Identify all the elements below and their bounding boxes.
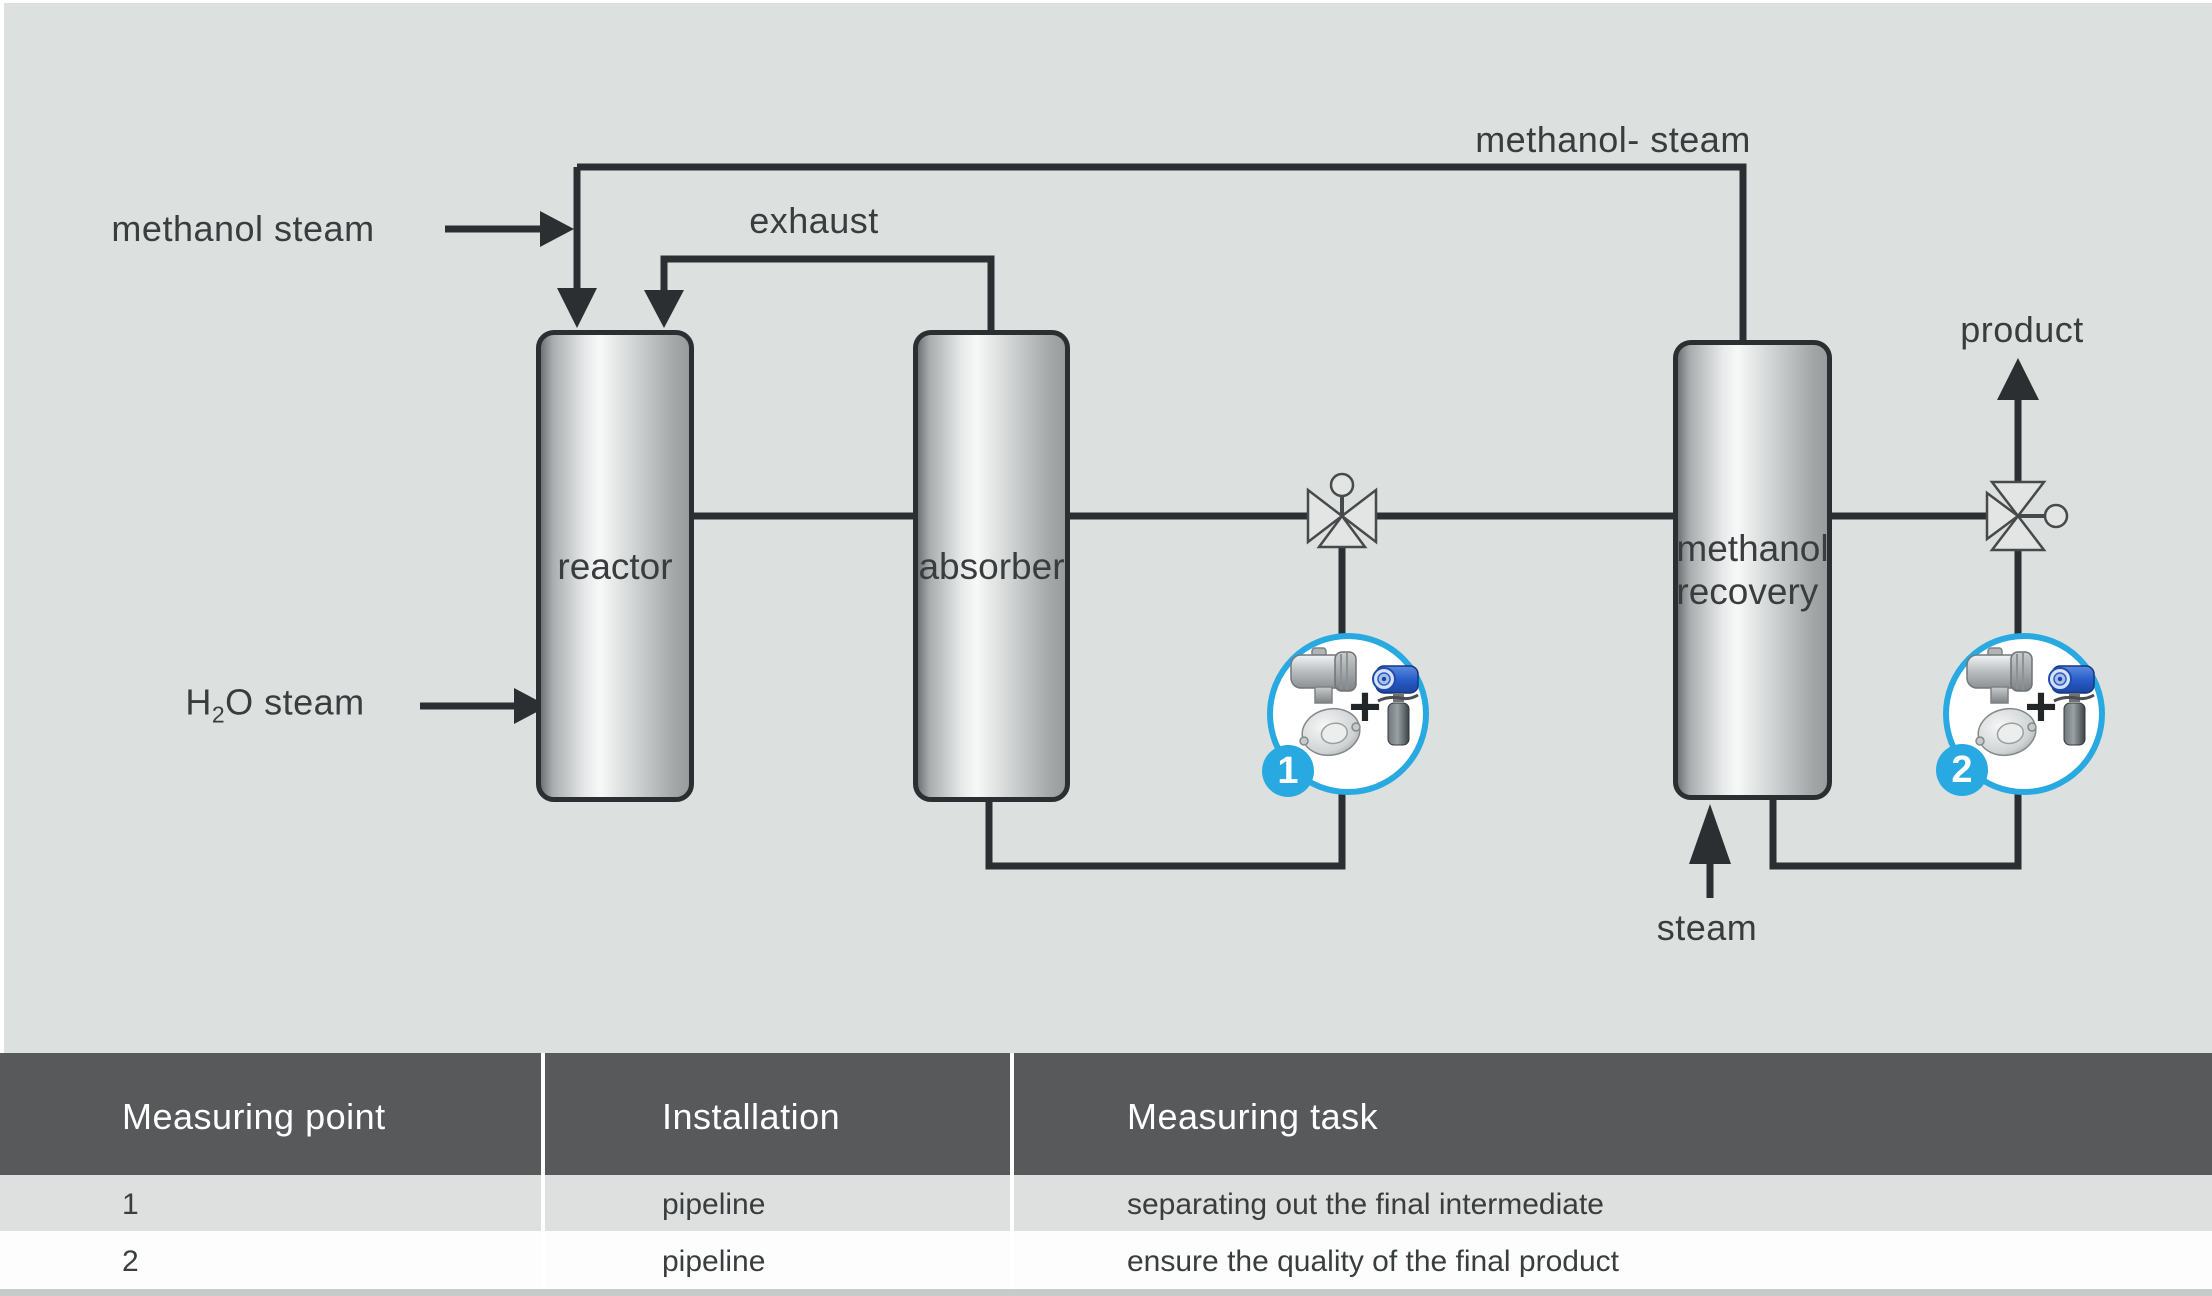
row1-point: 1 — [122, 1188, 139, 1221]
table-column-separator-1 — [541, 1053, 545, 1289]
valve2-left-triangle — [1985, 490, 2021, 542]
row1-task: separating out the final intermediate — [1127, 1188, 1604, 1221]
row2-point: 2 — [122, 1245, 139, 1278]
arrowheads — [514, 211, 2039, 864]
table-row-1 — [0, 1175, 2212, 1231]
measuring-point-2-badge: 2 — [1936, 744, 1988, 796]
arrow-product-up-icon — [1997, 358, 2039, 400]
row2-task: ensure the quality of the final product — [1127, 1245, 1619, 1278]
valve2-top-triangle — [1989, 480, 2047, 519]
row2-installation: pipeline — [662, 1245, 766, 1278]
table-header-row — [0, 1053, 2212, 1175]
header-measuring-point: Measuring point — [122, 1096, 386, 1137]
temperature-probe-icon — [1372, 665, 1419, 746]
pipe-exhaust — [660, 255, 995, 332]
vortex-flowmeter-icon — [1966, 647, 2037, 757]
measuring-point-1-instruments — [1290, 647, 1419, 757]
methanol-steam-recycle-label: methanol- steam — [1475, 119, 1751, 160]
reactor-vessel: reactor — [536, 330, 694, 802]
header-installation: Installation — [662, 1096, 841, 1137]
h2o-steam-label: H2O steam — [185, 681, 364, 728]
methanol-recovery-label-line2: recovery — [1676, 571, 1819, 612]
valve1-handwheel — [1329, 472, 1355, 498]
top-edge-border — [0, 0, 2212, 3]
row1-installation: pipeline — [662, 1188, 766, 1221]
methanol-recovery-label-line1: methanol — [1676, 528, 1829, 569]
table-bottom-strip — [0, 1289, 2212, 1296]
arrow-exhaust-down-icon — [644, 290, 684, 328]
plus-sign: + — [1348, 674, 1382, 738]
methanol-recovery-vessel: methanol recovery — [1673, 340, 1832, 800]
h2o-rest: O steam — [225, 681, 365, 723]
absorber-vessel: absorber — [913, 330, 1070, 802]
three-way-valve-1-icon — [1306, 472, 1378, 549]
reactor-label: reactor — [557, 545, 673, 587]
arrow-feed-down-icon — [557, 288, 597, 328]
table-row-2 — [0, 1231, 2212, 1289]
measuring-point-1-badge: 1 — [1262, 745, 1314, 797]
three-way-valve-2-icon — [1985, 480, 2069, 552]
steam-label: steam — [1656, 907, 1758, 948]
valve1-bottom-triangle — [1316, 513, 1368, 549]
valve2-handwheel — [2043, 503, 2069, 529]
absorber-label: absorber — [918, 545, 1065, 587]
measuring-point-2-instruments — [1966, 647, 2095, 757]
h2o-h: H — [185, 681, 212, 723]
exhaust-label: exhaust — [749, 200, 879, 241]
plus-sign: + — [2024, 674, 2058, 738]
product-label: product — [1960, 309, 2084, 350]
table-column-separator-2 — [1010, 1053, 1014, 1289]
arrow-h2o-right-icon — [514, 688, 548, 724]
h2o-subscript: 2 — [211, 701, 226, 728]
left-edge-border — [0, 0, 4, 1053]
methanol-recovery-label: methanol recovery — [1676, 527, 1828, 613]
arrow-feed-right-icon — [540, 211, 574, 247]
valve2-bottom-triangle — [1989, 513, 2047, 552]
header-measuring-task: Measuring task — [1127, 1096, 1379, 1137]
arrow-steam-up-icon — [1689, 804, 1731, 864]
pipe-methanol-steam-recycle — [577, 163, 1747, 340]
valve1-right-triangle — [1339, 487, 1378, 545]
methanol-steam-feed-label: methanol steam — [111, 208, 375, 249]
vortex-flowmeter-icon — [1290, 647, 1361, 757]
flowmeter-ring — [1301, 707, 1361, 757]
temperature-probe-icon — [2048, 665, 2095, 746]
valve1-left-triangle — [1306, 487, 1345, 545]
